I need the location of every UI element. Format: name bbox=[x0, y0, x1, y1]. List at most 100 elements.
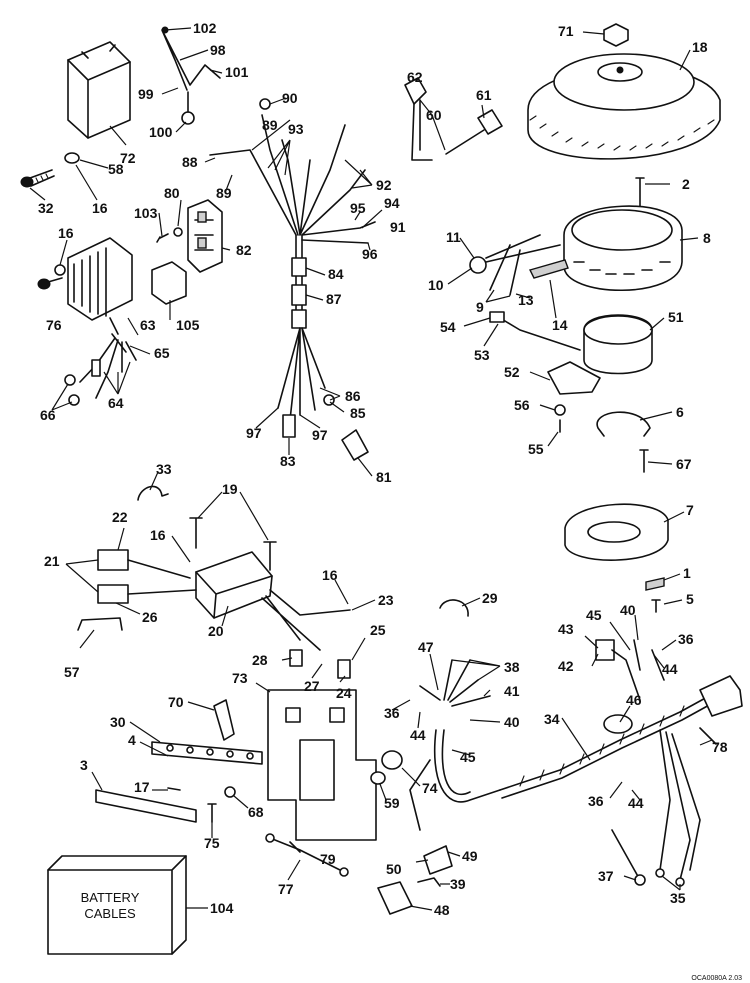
callout-6: 6 bbox=[676, 404, 684, 420]
callout-45-middle: 45 bbox=[460, 749, 476, 765]
callout-85: 85 bbox=[350, 405, 366, 421]
callout-44-upper: 44 bbox=[662, 661, 678, 677]
callout-78: 78 bbox=[712, 739, 728, 755]
ring-6 bbox=[596, 411, 651, 437]
callout-4: 4 bbox=[128, 732, 136, 748]
callout-9: 9 bbox=[476, 299, 484, 315]
callout-36-lower: 36 bbox=[588, 793, 604, 809]
callout-38: 38 bbox=[504, 659, 520, 675]
washer-56 bbox=[554, 404, 566, 416]
bracket-52 bbox=[547, 361, 601, 395]
callout-22: 22 bbox=[112, 509, 128, 525]
callout-51: 51 bbox=[668, 309, 684, 325]
callout-84: 84 bbox=[328, 266, 344, 282]
sleeve-14 bbox=[528, 259, 569, 279]
callout-16-upper: 16 bbox=[92, 200, 108, 216]
callout-53: 53 bbox=[474, 347, 490, 363]
callout-93: 93 bbox=[288, 121, 304, 137]
callout-73: 73 bbox=[232, 670, 248, 686]
callout-61: 61 bbox=[476, 87, 492, 103]
callout-44-middle: 44 bbox=[410, 727, 426, 743]
callout-14: 14 bbox=[552, 317, 568, 333]
callout-labels: 102 98 101 99 100 72 58 32 16 90 89 93 8… bbox=[38, 20, 728, 918]
callout-97-left: 97 bbox=[246, 425, 262, 441]
terminal-strip-30 bbox=[151, 741, 263, 765]
grommet-74 bbox=[381, 750, 403, 770]
callout-25: 25 bbox=[370, 622, 386, 638]
screw-32 bbox=[20, 169, 55, 188]
screw-79 bbox=[289, 841, 301, 853]
callout-90: 90 bbox=[282, 90, 298, 106]
callout-75: 75 bbox=[204, 835, 220, 851]
callout-46: 46 bbox=[626, 692, 642, 708]
callout-64: 64 bbox=[108, 395, 124, 411]
callout-24: 24 bbox=[336, 685, 352, 701]
bar-3 bbox=[95, 789, 197, 823]
plate-73 bbox=[267, 689, 377, 841]
screw-103 bbox=[156, 233, 169, 243]
callout-103: 103 bbox=[134, 205, 158, 221]
flywheel-18 bbox=[527, 53, 721, 160]
callout-43: 43 bbox=[558, 621, 574, 637]
callout-21: 21 bbox=[44, 553, 60, 569]
callout-58: 58 bbox=[108, 161, 124, 177]
callout-28: 28 bbox=[252, 652, 268, 668]
callout-62: 62 bbox=[407, 69, 423, 85]
callout-39: 39 bbox=[450, 876, 466, 892]
plate-7 bbox=[564, 503, 669, 561]
callout-77: 77 bbox=[278, 881, 294, 897]
callout-1: 1 bbox=[683, 565, 691, 581]
callout-16-bracket: 16 bbox=[322, 567, 338, 583]
callout-55: 55 bbox=[528, 441, 544, 457]
callout-74: 74 bbox=[422, 780, 438, 796]
callout-66: 66 bbox=[40, 407, 56, 423]
part-drawings bbox=[20, 23, 743, 955]
screw-17 bbox=[167, 787, 181, 791]
callout-41: 41 bbox=[504, 683, 520, 699]
callout-60: 60 bbox=[426, 107, 442, 123]
callout-47: 47 bbox=[418, 639, 434, 655]
battery-box-line2: CABLES bbox=[84, 906, 136, 921]
callout-36-upper: 36 bbox=[678, 631, 694, 647]
callout-87: 87 bbox=[326, 291, 342, 307]
callout-81: 81 bbox=[376, 469, 392, 485]
cd-module-20 bbox=[195, 551, 351, 679]
callout-76: 76 bbox=[46, 317, 62, 333]
callout-5: 5 bbox=[686, 591, 694, 607]
nut-71 bbox=[603, 23, 629, 47]
battery-box-line1: BATTERY bbox=[81, 890, 140, 905]
callout-7: 7 bbox=[686, 502, 694, 518]
callout-36-middle: 36 bbox=[384, 705, 400, 721]
callout-54: 54 bbox=[440, 319, 456, 335]
callout-2: 2 bbox=[682, 176, 690, 192]
bracket-70 bbox=[213, 699, 235, 741]
part-code: OCA0080A 2.03 bbox=[691, 975, 742, 982]
harness-45 bbox=[409, 659, 501, 831]
relay-105 bbox=[151, 261, 187, 305]
callout-57: 57 bbox=[64, 664, 80, 680]
connectors-21 bbox=[97, 549, 197, 604]
callout-52: 52 bbox=[504, 364, 520, 380]
callout-26: 26 bbox=[142, 609, 158, 625]
callout-94: 94 bbox=[384, 195, 400, 211]
callout-59: 59 bbox=[384, 795, 400, 811]
callout-16-module: 16 bbox=[150, 527, 166, 543]
callout-68: 68 bbox=[248, 804, 264, 820]
screw-76 bbox=[37, 277, 63, 290]
callout-95: 95 bbox=[350, 200, 366, 216]
part-48 bbox=[377, 881, 413, 915]
main-harness bbox=[209, 98, 376, 438]
connector-50 bbox=[423, 845, 453, 875]
callout-89-lower: 89 bbox=[216, 185, 232, 201]
grommet-59 bbox=[370, 771, 386, 785]
callout-83: 83 bbox=[280, 453, 296, 469]
callout-105: 105 bbox=[176, 317, 200, 333]
callout-101: 101 bbox=[225, 64, 249, 80]
screw-19a bbox=[189, 517, 203, 549]
callout-8: 8 bbox=[703, 230, 711, 246]
callout-89-upper: 89 bbox=[262, 117, 278, 133]
callout-63: 63 bbox=[140, 317, 156, 333]
washer-80 bbox=[173, 227, 183, 237]
callout-96: 96 bbox=[362, 246, 378, 262]
